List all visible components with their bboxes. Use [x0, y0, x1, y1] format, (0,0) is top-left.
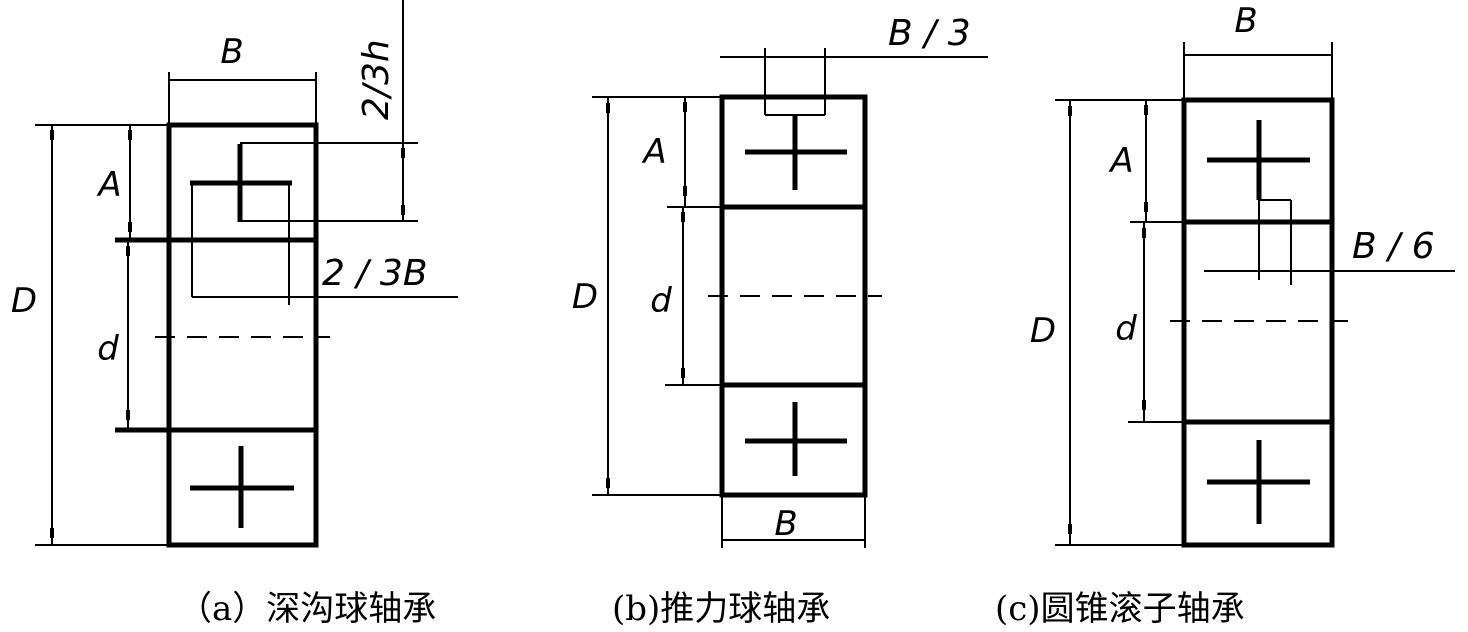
figure-a-d-tick-bottom [50, 528, 54, 538]
figure-a-label-two-thirds-h: 2/3h [356, 39, 397, 120]
figure-b-label-b-third: B / 3 [888, 13, 971, 54]
figure-a-caption: （a）深沟球轴承 [178, 589, 436, 627]
figure-c-label-a: A [1108, 141, 1133, 181]
figure-c-a-tick-top [1144, 105, 1148, 115]
figure-c-outline [1181, 97, 1335, 548]
figure-c-small-d-tick-bottom [1142, 400, 1146, 410]
figure-c-d-tick-bottom [1068, 524, 1072, 534]
figure-b-small-d-tick-top [681, 212, 685, 222]
figure-b-label-d-outer: D [572, 277, 598, 317]
figure-a-a-tick-bottom [128, 222, 132, 232]
figure-b-thrust-ball-bearing: B / 3 D A d B (b)推力球轴承 [572, 13, 988, 629]
figure-a-small-d-tick-bottom [126, 410, 130, 420]
figure-a-label-b: B [220, 32, 243, 72]
figure-c-a-tick-bottom [1144, 202, 1148, 212]
figure-a-label-two-thirds-b: 2 / 3B [322, 253, 428, 294]
figure-c-tapered-roller-bearing: B B / 6 D A d (c)圆锥滚子轴承 [995, 1, 1455, 629]
figure-a-deep-groove-ball-bearing: B 2/3h 2 / 3B D A d （a）深沟球轴承 [11, 0, 458, 629]
figure-c-caption: (c)圆锥滚子轴承 [995, 589, 1245, 627]
figure-b-label-b: B [774, 504, 797, 544]
figure-c-label-b-sixth: B / 6 [1352, 226, 1435, 267]
figure-b-caption: (b)推力球轴承 [612, 589, 830, 627]
figure-b-small-d-tick-bottom [681, 368, 685, 378]
figure-a-a-tick-top [128, 130, 132, 140]
figure-c-label-small-d: d [1115, 309, 1137, 349]
figure-b-label-small-d: d [650, 281, 672, 321]
figure-a-h-tick-top [401, 148, 405, 158]
figure-b-a-tick-top [683, 102, 687, 112]
figure-a-label-a: A [96, 165, 121, 205]
figure-c-label-d-outer: D [1030, 311, 1056, 351]
figure-b-label-a: A [641, 132, 666, 172]
figure-a-outline [166, 122, 319, 548]
figure-c-d-tick-top [1068, 106, 1072, 116]
figure-a-d-tick-top [50, 130, 54, 140]
figure-b-a-tick-bottom [683, 186, 687, 196]
figure-c-small-d-tick-top [1142, 228, 1146, 238]
figure-b-d-tick-top [606, 103, 610, 113]
figure-a-label-small-d: d [97, 329, 119, 369]
figure-b-d-tick-bottom [606, 478, 610, 488]
figure-a-small-d-tick-top [126, 246, 130, 256]
figure-a-h-tick-bottom [401, 205, 405, 215]
figure-c-label-b: B [1234, 1, 1257, 41]
figure-a-label-d-outer: D [11, 281, 37, 321]
